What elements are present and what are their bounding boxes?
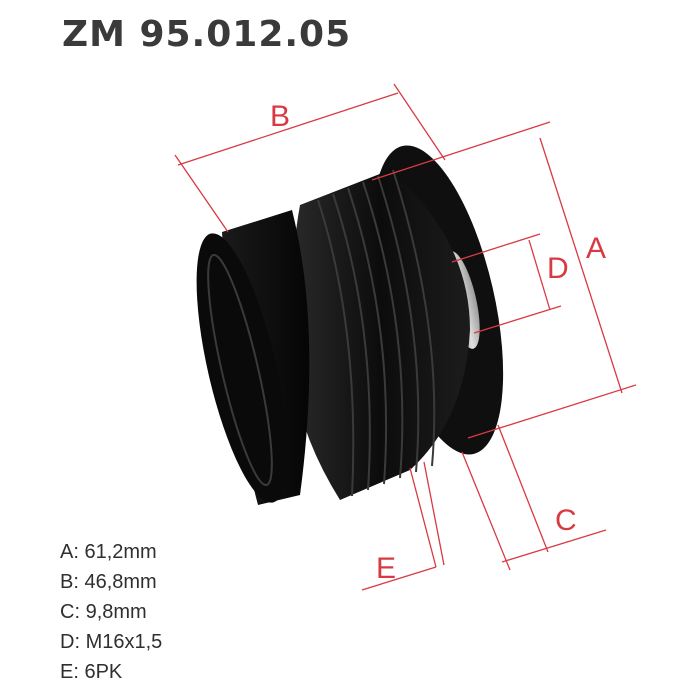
spec-separator: : <box>73 541 85 563</box>
part-number-title: ZM 95.012.05 <box>62 14 352 55</box>
dimension-label-e: E <box>376 552 396 585</box>
dimension-e: E <box>361 461 445 591</box>
pulley-body <box>196 145 504 505</box>
spec-separator: : <box>74 601 86 623</box>
dimension-b: B <box>174 83 446 233</box>
spec-key: E <box>60 661 74 683</box>
spec-separator: : <box>74 631 86 653</box>
spec-key: B <box>60 571 74 593</box>
spec-value: 61,2mm <box>84 541 157 563</box>
dimension-label-c: C <box>555 504 577 537</box>
spec-row-d: D: M16x1,5 <box>60 627 162 657</box>
groove-lines <box>317 169 436 497</box>
spec-row-e: E: 6PK <box>60 657 162 687</box>
dimension-label-b: B <box>270 100 290 133</box>
spec-value: 6PK <box>84 661 123 683</box>
spec-key: D <box>60 631 75 653</box>
spec-key: A <box>60 541 74 563</box>
specifications-list: A: 61,2mm B: 46,8mm C: 9,8mm D: M16x1,5 … <box>60 537 162 687</box>
spec-row-a: A: 61,2mm <box>60 537 162 567</box>
spec-row-c: C: 9,8mm <box>60 597 162 627</box>
front-face-rim <box>207 253 273 487</box>
spec-value: 9,8mm <box>85 601 147 623</box>
spec-separator: : <box>73 571 85 593</box>
front-face <box>196 233 288 503</box>
dimension-a: A <box>371 121 637 439</box>
spec-separator: : <box>73 661 85 683</box>
dimension-d: D <box>451 233 569 334</box>
spec-row-b: B: 46,8mm <box>60 567 162 597</box>
dimension-label-a: A <box>586 232 606 265</box>
spec-value: M16x1,5 <box>85 631 163 653</box>
dimension-c: C <box>461 424 607 571</box>
dimension-label-d: D <box>547 252 569 285</box>
spec-value: 46,8mm <box>84 571 157 593</box>
spec-key: C <box>60 601 75 623</box>
